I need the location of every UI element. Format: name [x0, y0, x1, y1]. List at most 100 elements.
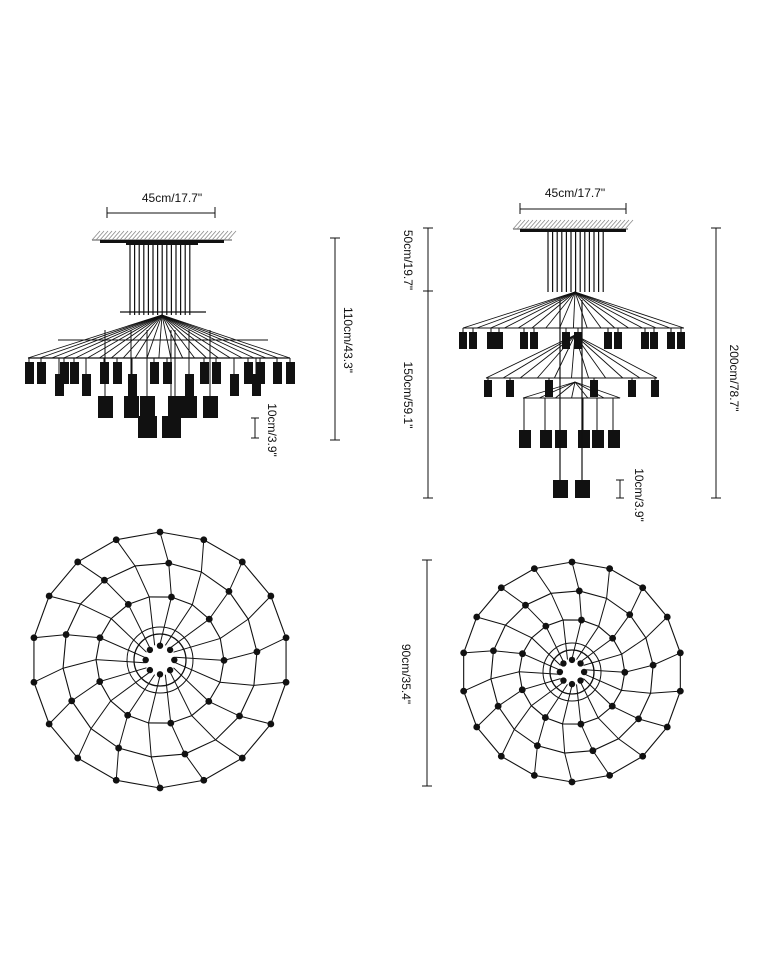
joint-dot: [124, 711, 132, 719]
arm-wire: [502, 334, 576, 379]
center-dot: [577, 660, 584, 667]
arm-wire: [161, 314, 255, 359]
arm-wire: [559, 291, 576, 329]
arm-wire: [39, 314, 163, 359]
center-ring: [133, 633, 187, 687]
joint-dot: [663, 613, 671, 621]
arm-wire: [161, 314, 172, 359]
wire-line: [163, 230, 173, 241]
wire-line: [588, 219, 598, 230]
joint-dot: [115, 744, 123, 752]
joint-dot: [676, 649, 684, 657]
tier-one-shade: [459, 332, 467, 349]
wire-line: [600, 219, 610, 230]
arm-wire: [574, 334, 658, 379]
wire-line: [139, 230, 149, 241]
arm-wire: [555, 381, 576, 399]
tier-one-shade: [495, 332, 503, 349]
joint-dot: [589, 747, 597, 755]
joint-dot: [460, 649, 468, 657]
joint-dot: [167, 719, 175, 727]
arm-wire: [161, 314, 279, 359]
spoke-wire: [169, 561, 243, 649]
arm-wire: [574, 291, 629, 329]
joint-dot: [165, 559, 173, 567]
wire-line: [99, 230, 109, 241]
tier-three-shade: [608, 430, 620, 448]
right-total-label: 200cm/78.7": [727, 345, 741, 412]
spoke-wire: [164, 539, 205, 646]
bottom-lamp-shade: [162, 416, 181, 438]
joint-dot: [30, 678, 38, 686]
joint-dot: [181, 750, 189, 758]
joint-dot: [635, 715, 642, 723]
wire-line: [199, 230, 209, 241]
middle-lamp-shade: [252, 374, 261, 396]
arm-wire: [27, 314, 163, 359]
wire-line: [155, 230, 165, 241]
tier-two-shade: [484, 380, 492, 397]
wire-line: [532, 219, 542, 230]
tier-one-shade: [469, 332, 477, 349]
wire-line: [612, 219, 622, 230]
tier-three-shade: [540, 430, 552, 448]
arm-wire: [574, 334, 607, 379]
arm-wire: [87, 314, 163, 359]
spoke-wire: [576, 684, 611, 776]
wire-line: [179, 230, 189, 241]
tier-three-shade: [592, 430, 604, 448]
arm-wire: [574, 291, 671, 329]
outer-lamp-shade: [60, 362, 69, 384]
wire-line: [568, 219, 578, 230]
joint-dot: [253, 648, 261, 656]
wire-line: [516, 219, 526, 230]
joint-dot: [267, 720, 275, 728]
joint-dot: [101, 576, 108, 584]
spoke-wire: [476, 616, 561, 666]
joint-dot: [494, 702, 502, 710]
tier-one-shade: [677, 332, 685, 349]
joint-dot: [541, 714, 549, 721]
joint-dot: [200, 776, 208, 784]
joint-dot: [460, 687, 468, 695]
joint-dot: [45, 592, 53, 600]
outer-lamp-shade: [286, 362, 295, 384]
outer-lamp-shade: [70, 362, 79, 384]
ceiling-mount: [91, 230, 237, 241]
arm-wire: [571, 334, 576, 379]
center-dot: [146, 646, 154, 654]
joint-dot: [96, 634, 104, 642]
arm-wire: [574, 334, 624, 379]
wire-line: [123, 230, 133, 241]
joint-dot: [568, 778, 576, 786]
arm-wire: [490, 291, 576, 329]
joint-dot: [518, 686, 526, 694]
arm-wire: [476, 291, 576, 329]
bottom-lamp-shade: [138, 416, 157, 438]
joint-dot: [606, 771, 614, 779]
joint-dot: [74, 558, 82, 566]
arm-wire: [517, 291, 576, 329]
arm-wire: [574, 291, 684, 329]
arm-wire: [531, 291, 576, 329]
center-ring-outer: [542, 642, 602, 702]
wire-line: [147, 230, 157, 241]
joint-dot: [156, 528, 164, 536]
joint-dot: [621, 668, 629, 676]
tier-three-shade: [555, 430, 567, 448]
wire-line: [167, 230, 177, 241]
left-chandelier-side-view: [25, 230, 295, 438]
center-dot: [580, 668, 588, 676]
tier-two-shade: [545, 380, 553, 397]
arm-wire: [571, 381, 576, 399]
joint-dot: [168, 593, 175, 601]
left-shade-label: 10cm/3.9": [265, 403, 279, 457]
spoke-wire: [175, 637, 287, 661]
lower-lamp-shade: [203, 396, 218, 418]
spoke-wire: [33, 634, 145, 658]
wire-line: [211, 230, 221, 241]
joint-dot: [676, 687, 684, 695]
arm-wire: [539, 381, 576, 399]
spoke-wire: [580, 681, 643, 757]
wire-line: [107, 230, 117, 241]
